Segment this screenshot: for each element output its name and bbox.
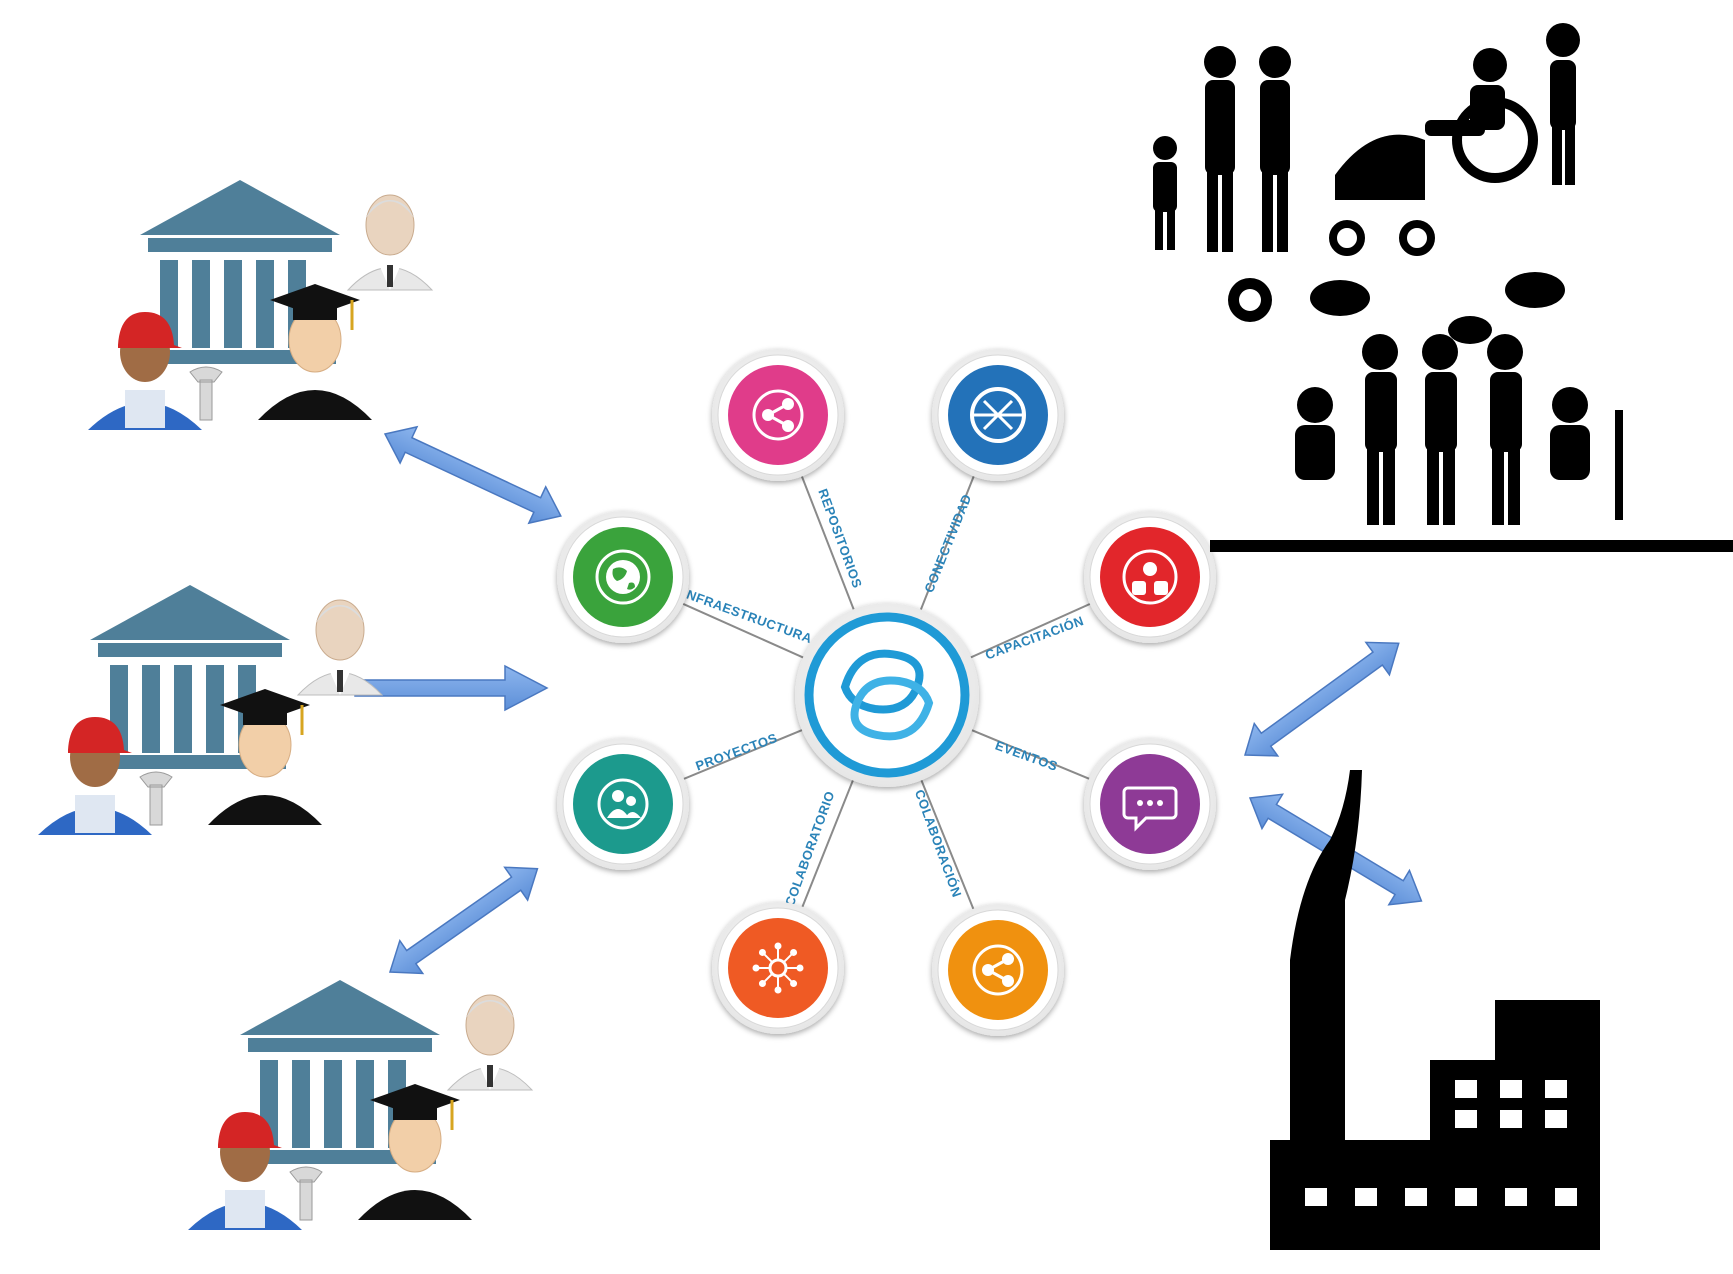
community-silhouette-icon bbox=[1153, 23, 1733, 552]
share-icon bbox=[972, 944, 1024, 996]
double-arrow-society bbox=[1244, 641, 1400, 757]
institution-group-2 bbox=[36, 583, 384, 837]
institution-group-3 bbox=[186, 978, 534, 1232]
chat-bubble-icon bbox=[1122, 786, 1178, 832]
factory-icon bbox=[1270, 770, 1600, 1250]
spoke-label-infraestructura: INFRAESTRUCTURA bbox=[681, 585, 815, 646]
arrows-layer bbox=[354, 425, 1423, 975]
spoke-node-conectividad bbox=[932, 349, 1064, 481]
people-icon bbox=[597, 778, 649, 830]
spoke-node-capacitacion bbox=[1084, 511, 1216, 643]
spoke-label-proyectos: PROYECTOS bbox=[694, 730, 780, 773]
globe-icon bbox=[595, 549, 651, 605]
double-arrow-institution-3 bbox=[388, 866, 539, 975]
spoke-label-eventos: EVENTOS bbox=[993, 738, 1060, 774]
double-arrow-institution-1 bbox=[383, 425, 562, 525]
spoke-node-colaboracion bbox=[932, 904, 1064, 1036]
hub-center bbox=[795, 603, 979, 787]
share-icon bbox=[752, 389, 804, 441]
hub-spoke-nodes bbox=[557, 349, 1216, 1036]
spoke-node-proyectos bbox=[557, 738, 689, 870]
spoke-node-repositorios bbox=[712, 349, 844, 481]
network-nodes-icon bbox=[752, 942, 804, 994]
training-icon bbox=[1122, 549, 1178, 605]
network-logo-icon bbox=[840, 649, 934, 741]
spoke-node-infraestructura bbox=[557, 511, 689, 643]
connectivity-icon bbox=[970, 387, 1026, 443]
spoke-label-capacitacion: CAPACITACIÓN bbox=[983, 613, 1086, 663]
spoke-node-eventos bbox=[1084, 738, 1216, 870]
spoke-label-conectividad: CONECTIVIDAD bbox=[921, 492, 974, 595]
spoke-label-colaboracion: COLABORACIÓN bbox=[912, 788, 965, 900]
arrow-institution-2 bbox=[354, 664, 549, 712]
institution-group-1 bbox=[86, 178, 434, 432]
spoke-node-colaboratorio bbox=[712, 902, 844, 1034]
